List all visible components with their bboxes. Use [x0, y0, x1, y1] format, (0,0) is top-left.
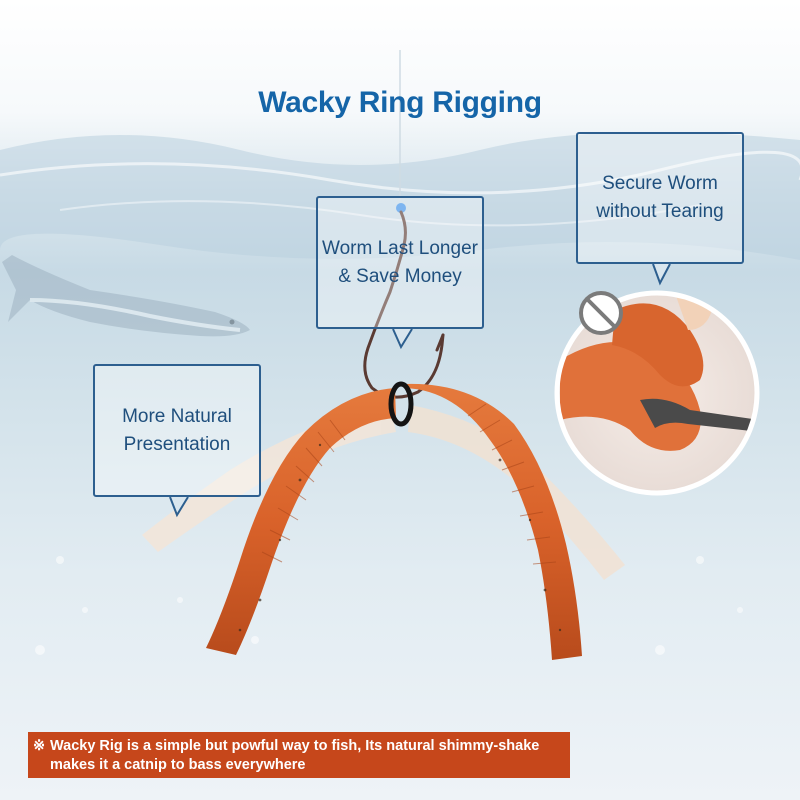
worm [206, 383, 582, 660]
fishing-hook-icon [363, 50, 445, 399]
callout-save-money: Worm Last Longer & Save Money [316, 196, 484, 329]
reference-mark-icon: ※ [33, 738, 46, 754]
bubbles [35, 556, 743, 655]
page-title: Wacky Ring Rigging [258, 86, 542, 119]
callout-text: More Natural Presentation [122, 405, 232, 455]
o-ring-icon [388, 381, 414, 427]
prohibited-icon [579, 291, 623, 335]
caption-banner: ※ Wacky Rig is a simple but powful way t… [28, 732, 570, 778]
caption-text: Wacky Rig is a simple but powful way to … [50, 738, 540, 773]
callout-text: Worm Last Longer & Save Money [322, 237, 478, 287]
fish-icon [2, 255, 250, 337]
inset-torn-worm [554, 290, 760, 496]
callout-natural-presentation: More Natural Presentation [93, 364, 261, 497]
callout-secure-worm: Secure Worm without Tearing [576, 132, 744, 264]
callout-text: Secure Worm without Tearing [596, 173, 724, 222]
callout-pointers [169, 263, 671, 518]
